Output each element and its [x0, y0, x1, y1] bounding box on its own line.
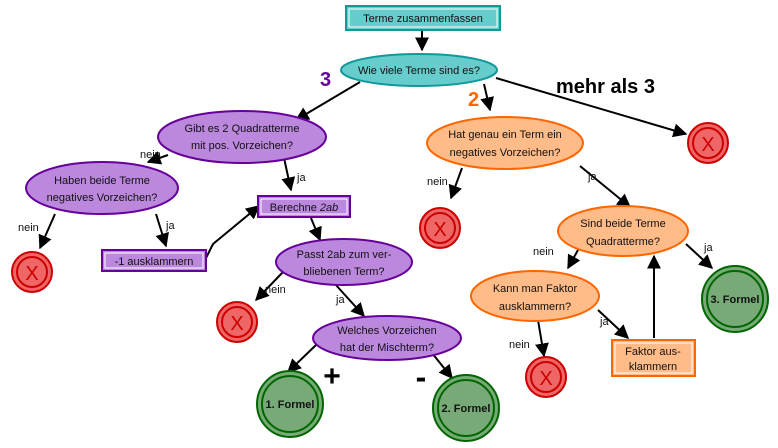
compute-2ab-label: Berechne 2ab	[270, 202, 339, 214]
formula-2-label: 2. Formel	[442, 403, 491, 415]
can-factor-line-2: ausklammern?	[499, 301, 571, 313]
edge-label-ja-bothneg: ja	[165, 220, 175, 232]
edge-label-nein-bothneg: nein	[18, 222, 39, 234]
sign-question-node: Welches Vorzeichen hat der Mischterm?	[312, 315, 462, 361]
edge-label-ja-twosquares: ja	[296, 172, 306, 184]
edge-fits-nein	[255, 271, 284, 302]
one-negative-line-1: Hat genau ein Term ein	[448, 129, 562, 141]
edge-canfactor-ja	[597, 309, 630, 339]
formula-1-node: 1. Formel	[256, 370, 324, 438]
edge-bothsq-nein	[567, 249, 581, 270]
branch-label-2: 2	[468, 89, 479, 111]
both-negative-line-2: negatives Vorzeichen?	[47, 192, 158, 204]
edge-label-ja-bothsq: ja	[703, 242, 713, 254]
fits-2ab-line-2: bliebenen Term?	[303, 266, 384, 278]
factor-minus-one-box: -1 ausklammern	[101, 249, 207, 272]
formula-3-label: 3. Formel	[711, 294, 760, 306]
edge-oneneg-ja	[579, 165, 632, 208]
edge-label-ja-canfactor: ja	[599, 316, 609, 328]
edge-fits-ja	[334, 283, 365, 318]
edge-twosquares-nein	[146, 151, 169, 165]
both-squares-line-1: Sind beide Terme	[580, 218, 665, 230]
both-squares-line-2: Quadratterme?	[586, 236, 660, 248]
sign-question-line-1: Welches Vorzeichen	[337, 325, 436, 337]
edge-count-to-3	[294, 81, 361, 121]
edge-canfactor-nein	[535, 319, 549, 358]
minus-sign-label: -	[416, 359, 427, 395]
edge-label-nein-fits: nein	[265, 284, 286, 296]
edge-bothsq-ja	[685, 243, 714, 269]
can-factor-line-1: Kann man Faktor	[493, 283, 578, 295]
count-question-node: Wie viele Terme sind es?	[340, 53, 498, 87]
reject-mark-2: X	[25, 263, 38, 285]
edge-oneneg-nein	[448, 167, 463, 200]
two-squares-question-node: Gibt es 2 Quadratterme mit pos. Vorzeich…	[157, 110, 327, 164]
formula-2-node: 2. Formel	[432, 374, 500, 442]
both-negative-question-node: Haben beide Terme negatives Vorzeichen?	[25, 161, 179, 215]
plus-sign-label: +	[323, 360, 341, 393]
edges	[38, 30, 714, 380]
reject-mark-1: X	[701, 134, 714, 156]
two-squares-line-2: mit pos. Vorzeichen?	[191, 140, 293, 152]
two-squares-line-1: Gibt es 2 Quadratterme	[185, 123, 300, 135]
edge-twosquares-ja	[281, 157, 296, 192]
reject-one-negative-icon: X	[419, 207, 461, 249]
edge-minus1-to-compute	[205, 205, 261, 259]
branch-label-3: 3	[320, 69, 331, 91]
reject-mark-3: X	[230, 313, 243, 335]
factor-out-box: Faktor aus- klammern	[611, 339, 696, 377]
count-question-label: Wie viele Terme sind es?	[358, 65, 480, 77]
edge-label-ja-oneneg: ja	[587, 171, 597, 183]
reject-mark-5: X	[539, 368, 552, 390]
edge-label-nein-twosquares: nein	[140, 149, 161, 161]
edge-label-nein-canfactor: nein	[509, 339, 530, 351]
factor-out-line-2: klammern	[629, 361, 677, 373]
reject-fits-2ab-icon: X	[216, 301, 258, 343]
reject-both-negative-icon: X	[11, 251, 53, 293]
reject-more-than-3-icon: X	[687, 122, 729, 164]
compute-2ab-box: Berechne 2ab	[257, 195, 351, 218]
edge-count-to-more	[495, 77, 688, 138]
formula-1-label: 1. Formel	[266, 399, 315, 411]
fits-2ab-line-1: Passt 2ab zum ver-	[297, 249, 392, 261]
edge-label-nein-bothsq: nein	[533, 246, 554, 258]
both-negative-line-1: Haben beide Terme	[54, 175, 150, 187]
one-negative-question-node: Hat genau ein Term ein negatives Vorzeic…	[426, 116, 584, 170]
edge-count-to-2	[480, 83, 494, 112]
branch-label-more: mehr als 3	[556, 76, 655, 98]
formula-3-node: 3. Formel	[701, 265, 769, 333]
edge-label-nein-oneneg: nein	[427, 176, 448, 188]
edge-bothneg-ja	[155, 213, 169, 248]
both-squares-question-node: Sind beide Terme Quadratterme?	[557, 205, 689, 257]
title-box-label: Terme zusammenfassen	[363, 13, 483, 25]
reject-can-factor-icon: X	[525, 356, 567, 398]
factor-minus-one-label: -1 ausklammern	[115, 256, 194, 268]
edge-label-ja-fits: ja	[335, 294, 345, 306]
reject-mark-4: X	[433, 219, 446, 241]
one-negative-line-2: negatives Vorzeichen?	[450, 147, 561, 159]
sign-question-line-2: hat der Mischterm?	[340, 342, 434, 354]
edge-bothneg-nein	[38, 213, 56, 250]
factor-out-line-1: Faktor aus-	[625, 346, 681, 358]
title-box: Terme zusammenfassen	[345, 5, 501, 31]
edge-sign-plus	[286, 344, 317, 373]
edge-compute-to-fits	[308, 217, 322, 242]
fits-2ab-question-node: Passt 2ab zum ver- bliebenen Term?	[275, 238, 413, 286]
can-factor-question-node: Kann man Faktor ausklammern?	[470, 270, 600, 322]
